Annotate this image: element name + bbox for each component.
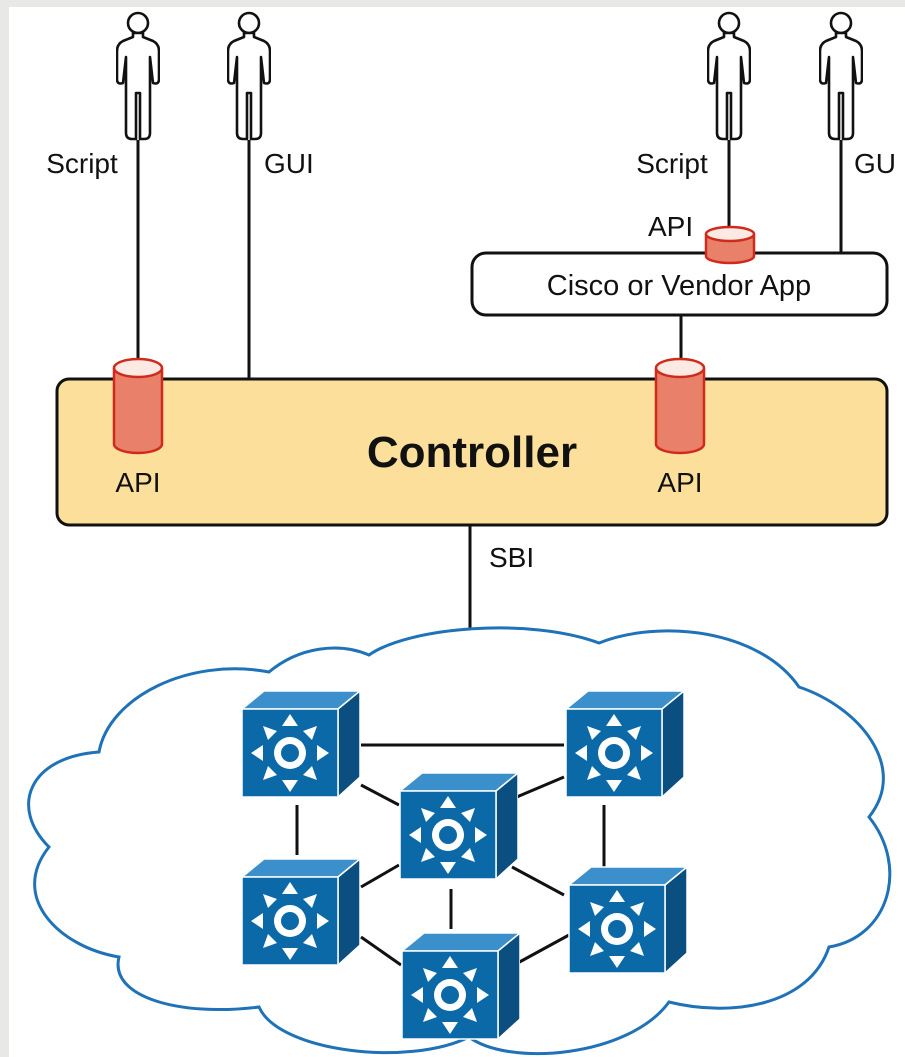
vendor-app-box bbox=[470, 251, 889, 317]
switch-4-icon bbox=[241, 858, 360, 966]
switch-1-icon bbox=[241, 690, 360, 798]
sdn-architecture-diagram: Script GUI Script GU Cisco or Vendor App… bbox=[9, 7, 905, 1057]
controller-api-left-cylinder-icon bbox=[112, 357, 164, 455]
vendor-app-label: Cisco or Vendor App bbox=[547, 270, 811, 302]
controller-title: Controller bbox=[367, 428, 577, 477]
switch-3-icon bbox=[399, 772, 518, 880]
user-label-gui-left: GUI bbox=[264, 148, 314, 179]
sbi-label: SBI bbox=[489, 542, 534, 573]
app-api-cylinder-icon bbox=[704, 225, 756, 265]
app-api-label: API bbox=[648, 211, 693, 242]
user-label-script-right: Script bbox=[636, 148, 708, 179]
user-gui-left-icon bbox=[227, 11, 271, 141]
user-script-left-icon bbox=[116, 11, 160, 141]
switch-links bbox=[295, 743, 606, 967]
controller-api-right-label: API bbox=[657, 467, 702, 498]
user-gui-right-icon bbox=[819, 11, 863, 141]
controller-api-right-cylinder-icon bbox=[654, 357, 706, 455]
user-label-script-left: Script bbox=[46, 148, 118, 179]
switch-6-icon bbox=[401, 932, 520, 1040]
user-script-right-icon bbox=[707, 11, 751, 141]
controller-api-left-label: API bbox=[115, 467, 160, 498]
user-label-gui-right: GU bbox=[854, 148, 896, 179]
switch-2-icon bbox=[565, 690, 684, 798]
switch-5-icon bbox=[568, 866, 687, 974]
